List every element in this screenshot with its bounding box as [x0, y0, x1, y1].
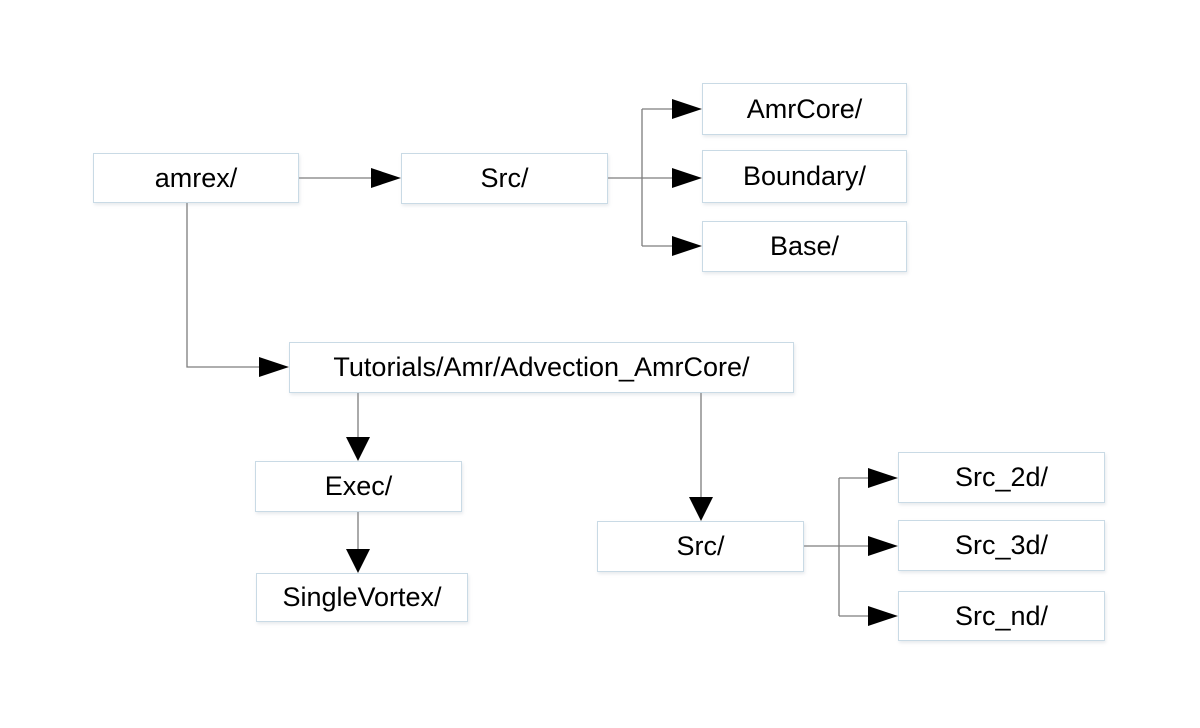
node-src-nd: Src_nd/: [898, 591, 1105, 641]
arrow-right-icon: [868, 606, 898, 626]
node-amrcore-label: AmrCore/: [746, 93, 863, 124]
arrow-right-icon: [672, 168, 702, 188]
arrow-right-icon: [259, 357, 289, 377]
node-src-3d: Src_3d/: [898, 520, 1105, 571]
arrow-right-icon: [672, 99, 702, 119]
arrow-right-icon: [868, 468, 898, 488]
node-exec: Exec/: [255, 461, 462, 512]
node-src-2d: Src_2d/: [898, 452, 1105, 503]
node-tutorials: Tutorials/Amr/Advection_AmrCore/: [289, 342, 794, 393]
node-base: Base/: [702, 221, 907, 272]
node-src-2d-label: Src_2d/: [954, 462, 1049, 492]
node-singlevortex: SingleVortex/: [256, 573, 468, 622]
edge-src-bottom-to-children: [804, 468, 898, 626]
node-exec-label: Exec/: [324, 471, 393, 501]
node-src-nd-label: Src_nd/: [954, 600, 1049, 631]
node-src-bottom: Src/: [597, 521, 804, 572]
node-boundary-label: Boundary/: [742, 161, 867, 191]
edge-amrex-to-tutorials: [186, 203, 289, 377]
node-amrcore: AmrCore/: [702, 83, 907, 135]
edge-amrex-to-src: [299, 168, 401, 188]
arrow-down-icon: [346, 437, 370, 461]
edge-tutorials-to-exec: [346, 393, 370, 461]
node-src-top-label: Src/: [480, 163, 529, 193]
node-boundary: Boundary/: [702, 150, 907, 203]
node-amrex-label: amrex/: [154, 162, 238, 193]
node-src-3d-label: Src_3d/: [954, 530, 1049, 560]
edge-exec-to-singlevortex: [346, 512, 370, 573]
node-amrex: amrex/: [93, 153, 299, 203]
arrow-down-icon: [689, 497, 713, 521]
node-base-label: Base/: [769, 231, 840, 261]
node-singlevortex-label: SingleVortex/: [282, 582, 442, 612]
arrow-right-icon: [371, 168, 401, 188]
arrow-right-icon: [868, 536, 898, 556]
edge-tutorials-to-src: [689, 393, 713, 521]
edge-src-to-children: [608, 99, 702, 256]
node-tutorials-label: Tutorials/Amr/Advection_AmrCore/: [333, 352, 750, 382]
node-src-bottom-label: Src/: [676, 531, 725, 561]
node-src-top: Src/: [401, 153, 608, 204]
arrow-right-icon: [672, 236, 702, 256]
arrow-down-icon: [346, 549, 370, 573]
